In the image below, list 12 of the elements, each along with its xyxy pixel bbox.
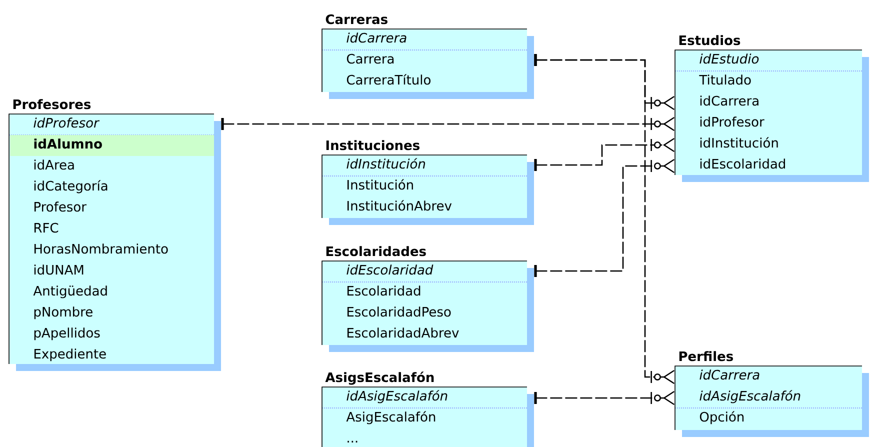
relationship-line — [534, 390, 674, 406]
table-title: Instituciones — [326, 140, 420, 150]
relationship-line — [534, 54, 674, 384]
table-title: Escolaridades — [326, 246, 426, 256]
relationship-line — [221, 116, 674, 132]
relationship-line — [534, 158, 674, 277]
table-title: Estudios — [679, 35, 740, 46]
table-title: Perfiles — [679, 351, 733, 362]
table-title: Profesores — [13, 99, 91, 110]
table-title: AsigsEscalafón — [325, 372, 434, 385]
table-title: Carreras — [326, 14, 388, 24]
relationship-line — [534, 138, 674, 171]
